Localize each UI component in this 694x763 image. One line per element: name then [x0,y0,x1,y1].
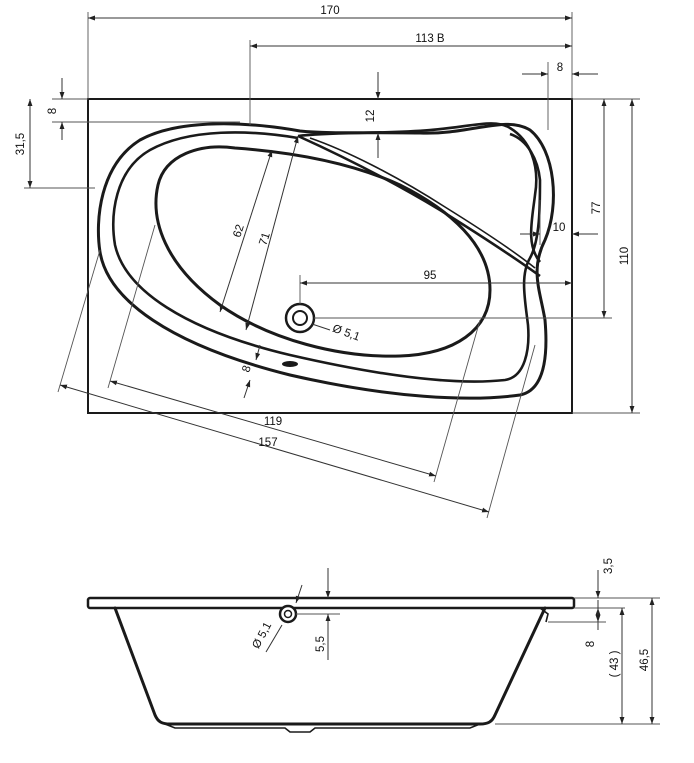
basin-inner [154,145,492,358]
dim-lower-rim: 8 [240,364,253,374]
dim-depth-right: 77 [591,202,603,215]
dim-inner-width: 113 B [415,33,445,45]
dim-inner-length-a: 62 [231,223,246,239]
dim-drain-offset: 95 [424,270,437,282]
dim-right-gap: 10 [553,222,566,234]
side-tub-base [164,723,481,733]
top-view: 170 113 B 8 8 31,5 12 110 77 [15,5,640,519]
backrest-inner-line [309,137,536,269]
dim-inner-depth-offset: 8 [585,641,597,647]
dim-inner-depth: ( 43 ) [609,650,621,677]
dim-top-rim: 8 [47,108,59,114]
dim-overall-length: 157 [258,437,277,449]
drain-inner-circle [292,310,308,326]
dim-rim-gap: 12 [365,110,377,123]
basin-rim-contour [112,131,542,383]
dim-top-offset: 31,5 [15,133,27,155]
dim-right-rim: 8 [557,62,563,74]
dim-drain-diameter: Ø 5,1 [331,323,362,344]
side-right-corner [539,607,549,623]
dim-overall-depth: 110 [619,247,631,265]
dim-overflow-offset: 5,5 [315,636,327,652]
side-view: Ø 5,1 5,5 3,5 8 ( 43 ) 46,5 [86,558,660,733]
dim-rim-thickness: 3,5 [603,558,615,574]
dim-overflow-diameter: Ø 5,1 [250,620,274,650]
side-overflow-outer [278,604,298,624]
side-tub-body [113,606,547,726]
side-overflow-inner [283,609,293,619]
dim-inner-length-b: 71 [257,231,272,247]
dim-bath-length: 119 [264,416,282,428]
dim-overall-width: 170 [320,5,339,17]
side-rim-slab [86,596,576,610]
drain-outer-circle [284,302,316,334]
overflow-slot [282,361,298,367]
dim-total-height: 46,5 [639,649,651,671]
backrest-ridge [297,122,542,278]
